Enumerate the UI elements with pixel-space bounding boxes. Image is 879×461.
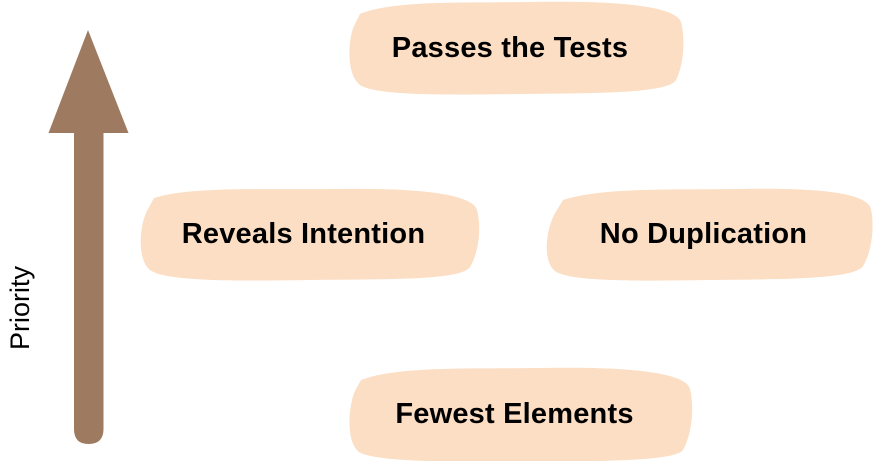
node-shape [140, 188, 480, 281]
node-passes-the-tests[interactable]: Passes the Tests [334, 0, 686, 96]
node-label: Fewest Elements [395, 397, 634, 430]
node-shape [546, 188, 873, 281]
node-shape [349, 1, 684, 95]
node-no-duplication[interactable]: No Duplication [533, 186, 874, 282]
node-label: Reveals Intention [181, 217, 426, 250]
node-label: No Duplication [599, 217, 808, 250]
node-shape [349, 367, 693, 461]
priority-axis-label: Priority [4, 266, 35, 351]
node-fewest-elements[interactable]: Fewest Elements [335, 366, 694, 461]
node-label: Passes the Tests [391, 31, 629, 64]
node-reveals-intention[interactable]: Reveals Intention [126, 186, 481, 282]
